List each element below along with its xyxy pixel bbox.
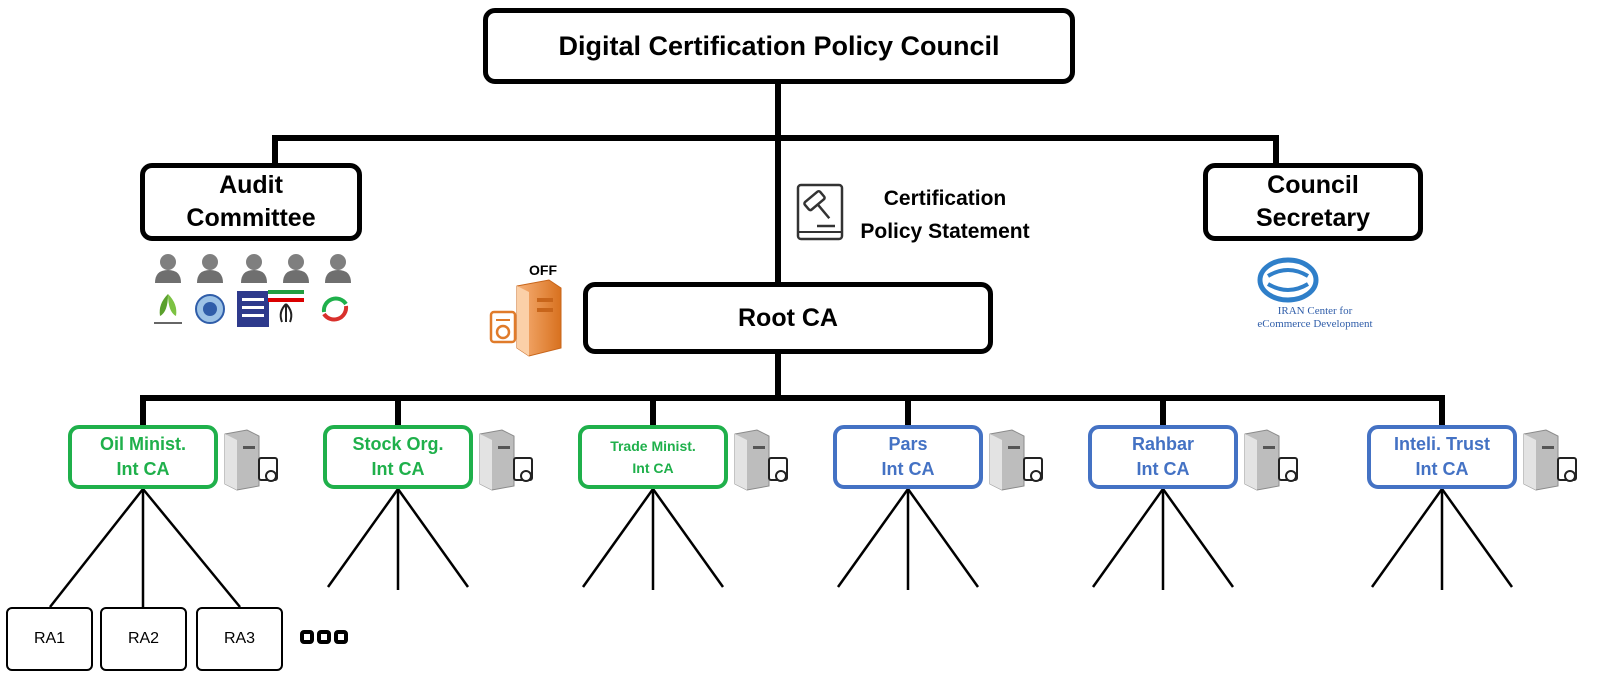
policy-council-node: Digital Certification Policy Council [483, 8, 1075, 84]
iran-ecommerce-logo-text: IRAN Center for eCommerce Development [1240, 305, 1390, 331]
ra-label: RA2 [127, 630, 160, 647]
int-ca-name: Trade Minist. [610, 438, 696, 454]
organization-logo [268, 290, 304, 323]
int-ca-type: Int CA [632, 460, 674, 476]
root-status-label: OFF [529, 262, 557, 278]
root-ca-node: Root CA [583, 282, 993, 354]
council-secretary-line2: Secretary [1256, 204, 1370, 232]
ra-node: RA3 [196, 607, 283, 671]
int-ca-name: Oil Minist. [99, 434, 186, 454]
cps-label: Certification Policy Statement [850, 182, 1040, 248]
int-ca-stock-org: Stock Org. Int CA [323, 425, 473, 489]
int-ca-type: Int CA [116, 459, 170, 479]
ra-node: RA2 [100, 607, 187, 671]
iran-logo-line1: IRAN Center for [1277, 305, 1353, 317]
organization-logo [195, 294, 225, 324]
server-certificate-icon [1523, 429, 1577, 491]
audit-committee-node: Audit Committee [140, 163, 362, 241]
organization-logo [321, 296, 349, 322]
int-ca-pars: Pars Int CA [833, 425, 983, 489]
ra-label: RA3 [223, 630, 256, 647]
int-ca-rahbar: Rahbar Int CA [1088, 425, 1238, 489]
audit-committee-line2: Committee [186, 204, 316, 232]
audit-committee-line1: Audit [219, 171, 283, 199]
int-ca-trade-ministry: Trade Minist. Int CA [578, 425, 728, 489]
ra-node: RA1 [6, 607, 93, 671]
int-ca-name: Inteli. Trust [1393, 434, 1490, 454]
organization-logo [154, 294, 182, 324]
council-secretary-line1: Council [1267, 171, 1359, 199]
server-certificate-icon [224, 429, 278, 491]
int-ca-type: Int CA [371, 459, 425, 479]
ra-label: RA1 [33, 630, 66, 647]
offline-server-certificate-icon [489, 279, 562, 357]
iran-logo-line2: eCommerce Development [1257, 318, 1373, 330]
cps-line2: Policy Statement [860, 220, 1030, 243]
int-ca-type: Int CA [1136, 459, 1190, 479]
int-ca-oil-ministry: Oil Minist. Int CA [68, 425, 218, 489]
server-certificate-icon [989, 429, 1043, 491]
person-icon [155, 254, 181, 283]
person-icon [241, 254, 267, 283]
more-ellipsis-icon [300, 630, 348, 644]
person-icon [283, 254, 309, 283]
person-icon [197, 254, 223, 283]
int-ca-inteli-trust: Inteli. Trust Int CA [1367, 425, 1517, 489]
int-ca-name: Pars [888, 434, 928, 454]
person-icon [325, 254, 351, 283]
council-secretary-node: Council Secretary [1203, 163, 1423, 241]
int-ca-type: Int CA [881, 459, 935, 479]
int-ca-type: Int CA [1415, 459, 1469, 479]
policy-council-title: Digital Certification Policy Council [558, 30, 1000, 61]
server-certificate-icon [479, 429, 533, 491]
root-ca-title: Root CA [738, 303, 838, 332]
int-ca-name: Stock Org. [352, 434, 444, 454]
organization-logo [237, 291, 269, 327]
iran-ecommerce-logo-icon [1257, 257, 1319, 303]
gavel-document-icon [796, 183, 844, 241]
server-certificate-icon [1244, 429, 1298, 491]
cps-line1: Certification [883, 187, 1007, 210]
int-ca-name: Rahbar [1131, 434, 1194, 454]
server-certificate-icon [734, 429, 788, 491]
